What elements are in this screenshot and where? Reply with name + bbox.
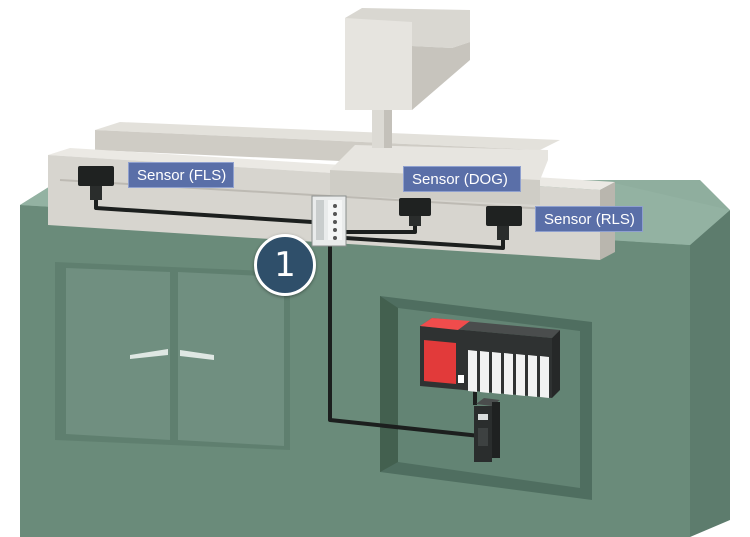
- sensors: [78, 166, 522, 240]
- cable-rls: [344, 236, 505, 250]
- column-neck-shade: [384, 110, 392, 148]
- step-number-badge: 1: [254, 234, 316, 296]
- servo-drive: [474, 398, 500, 462]
- sensor-dog-label: Sensor (DOG): [403, 166, 521, 192]
- door-right-handle: [180, 350, 214, 360]
- cabinet-side: [690, 210, 730, 537]
- rail-back: [95, 122, 560, 150]
- cable-main: [328, 246, 481, 438]
- cable-dog: [345, 226, 417, 234]
- terminal-block: [311, 195, 347, 247]
- plc-red-module: [424, 340, 456, 384]
- door-right: [178, 272, 284, 446]
- sensor-dog-unit: [399, 198, 431, 226]
- cable-fls: [94, 200, 313, 224]
- plc-io-modules: [468, 350, 549, 398]
- vertical-column: [345, 8, 470, 148]
- column-face: [345, 18, 412, 110]
- cables: [94, 200, 505, 438]
- plc-unit: [420, 318, 560, 398]
- sensor-fls-unit: [78, 166, 114, 200]
- door-left: [66, 268, 170, 440]
- plc-red-cap: [420, 318, 470, 330]
- column-arm-side: [412, 42, 470, 110]
- plc-side: [552, 330, 560, 398]
- cabinet-doors: [55, 262, 290, 450]
- door-left-handle: [130, 349, 168, 359]
- sensor-rls-label: Sensor (RLS): [535, 206, 643, 232]
- panel-recess-edge: [380, 296, 398, 472]
- sensor-fls-label: Sensor (FLS): [128, 162, 234, 188]
- sensor-rls-unit: [486, 206, 522, 240]
